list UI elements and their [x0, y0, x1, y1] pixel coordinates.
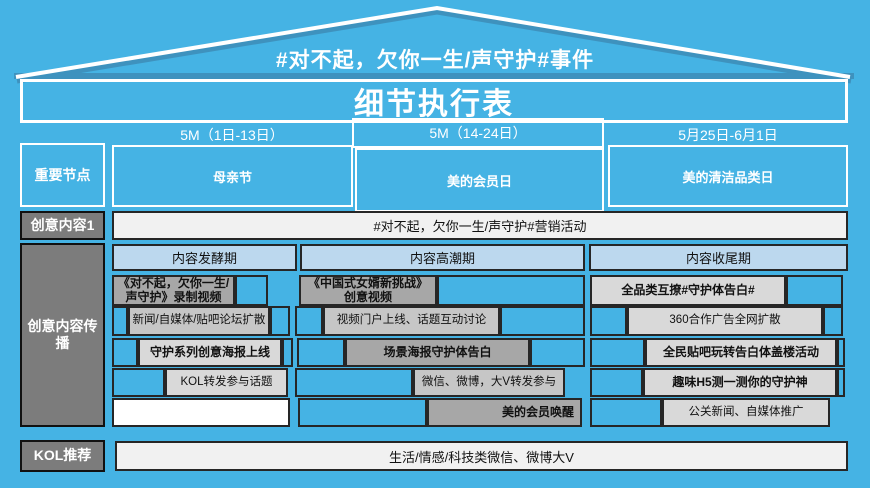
activity-wechat-weibo-repost: 微信、微博，大V转发参与: [413, 368, 565, 397]
milestone-cleaning-day: 美的清洁品类日: [608, 145, 848, 207]
gantt-filler: [837, 368, 845, 397]
gantt-filler: [295, 306, 323, 336]
gantt-filler: [270, 306, 290, 336]
event-title: #对不起，欠你一生/声守护#事件: [275, 49, 595, 72]
activity-video-portal-launch: 视频门户上线、话题互动讨论: [323, 306, 500, 336]
activity-360-ads: 360合作广告全网扩散: [627, 306, 823, 336]
gantt-empty-box: [112, 398, 290, 427]
activity-scene-poster-confession: 场景海报守护体告白: [345, 338, 530, 367]
phase-ending: 内容收尾期: [589, 244, 848, 271]
activity-kol-repost: KOL转发参与话题: [165, 368, 288, 397]
gantt-filler: [297, 338, 345, 367]
row-label-creative1: 创意内容1: [20, 211, 105, 240]
creative1-content: #对不起，欠你一生/声守护#营销活动: [112, 211, 848, 240]
gantt-filler: [282, 338, 293, 367]
row-label-kol: KOL推荐: [20, 440, 105, 472]
gantt-filler: [590, 398, 662, 427]
row-label-milestones: 重要节点: [20, 143, 105, 207]
activity-tieba-building: 全民贴吧玩转告白体盖楼活动: [645, 338, 837, 367]
gantt-filler: [530, 338, 585, 367]
milestone-member-day: 美的会员日: [355, 148, 604, 212]
phase-climax: 内容高潮期: [300, 244, 585, 271]
phase-ferment: 内容发酵期: [112, 244, 297, 271]
gantt-filler: [500, 306, 585, 336]
gantt-filler: [112, 306, 128, 336]
activity-h5-guardian-test: 趣味H5测一测你的守护神: [643, 368, 837, 397]
row-label-spread: 创意内容传播: [20, 243, 105, 427]
activity-record-video: 《对不起，欠你一生/声守护》录制视频: [112, 275, 235, 306]
activity-news-media-spread: 新闻/自媒体/贴吧论坛扩散: [128, 306, 270, 336]
timeline-period-3: 5月25日-6月1日: [678, 127, 778, 143]
house-roof-shape: [14, 5, 854, 84]
gantt-filler: [590, 368, 643, 397]
gantt-filler: [837, 338, 845, 367]
timeline-period-2: 5M（14-24日）: [352, 118, 604, 148]
gantt-filler: [823, 306, 843, 336]
gantt-filler: [112, 338, 138, 367]
gantt-filler: [112, 368, 165, 397]
activity-all-category-confession: 全品类互撩#守护体告白#: [590, 275, 786, 306]
gantt-filler: [437, 275, 585, 306]
gantt-filler: [590, 306, 627, 336]
activity-pr-news-promo: 公关新闻、自媒体推广: [662, 398, 830, 427]
page-title: 细节执行表: [20, 79, 848, 123]
gantt-filler: [786, 275, 843, 306]
milestone-mothers-day: 母亲节: [112, 145, 353, 207]
kol-content: 生活/情感/科技类微信、微博大V: [115, 441, 848, 471]
gantt-filler: [295, 368, 413, 397]
gantt-filler: [590, 338, 645, 367]
activity-guard-posters: 守护系列创意海报上线: [138, 338, 282, 367]
gantt-filler: [235, 275, 268, 306]
timeline-period-1: 5M（1日-13日）: [180, 127, 284, 143]
activity-member-awaken: 美的会员唤醒: [427, 398, 582, 427]
gantt-filler: [298, 398, 427, 427]
activity-creative-video: 《中国式女婿新挑战》创意视频: [299, 275, 437, 306]
